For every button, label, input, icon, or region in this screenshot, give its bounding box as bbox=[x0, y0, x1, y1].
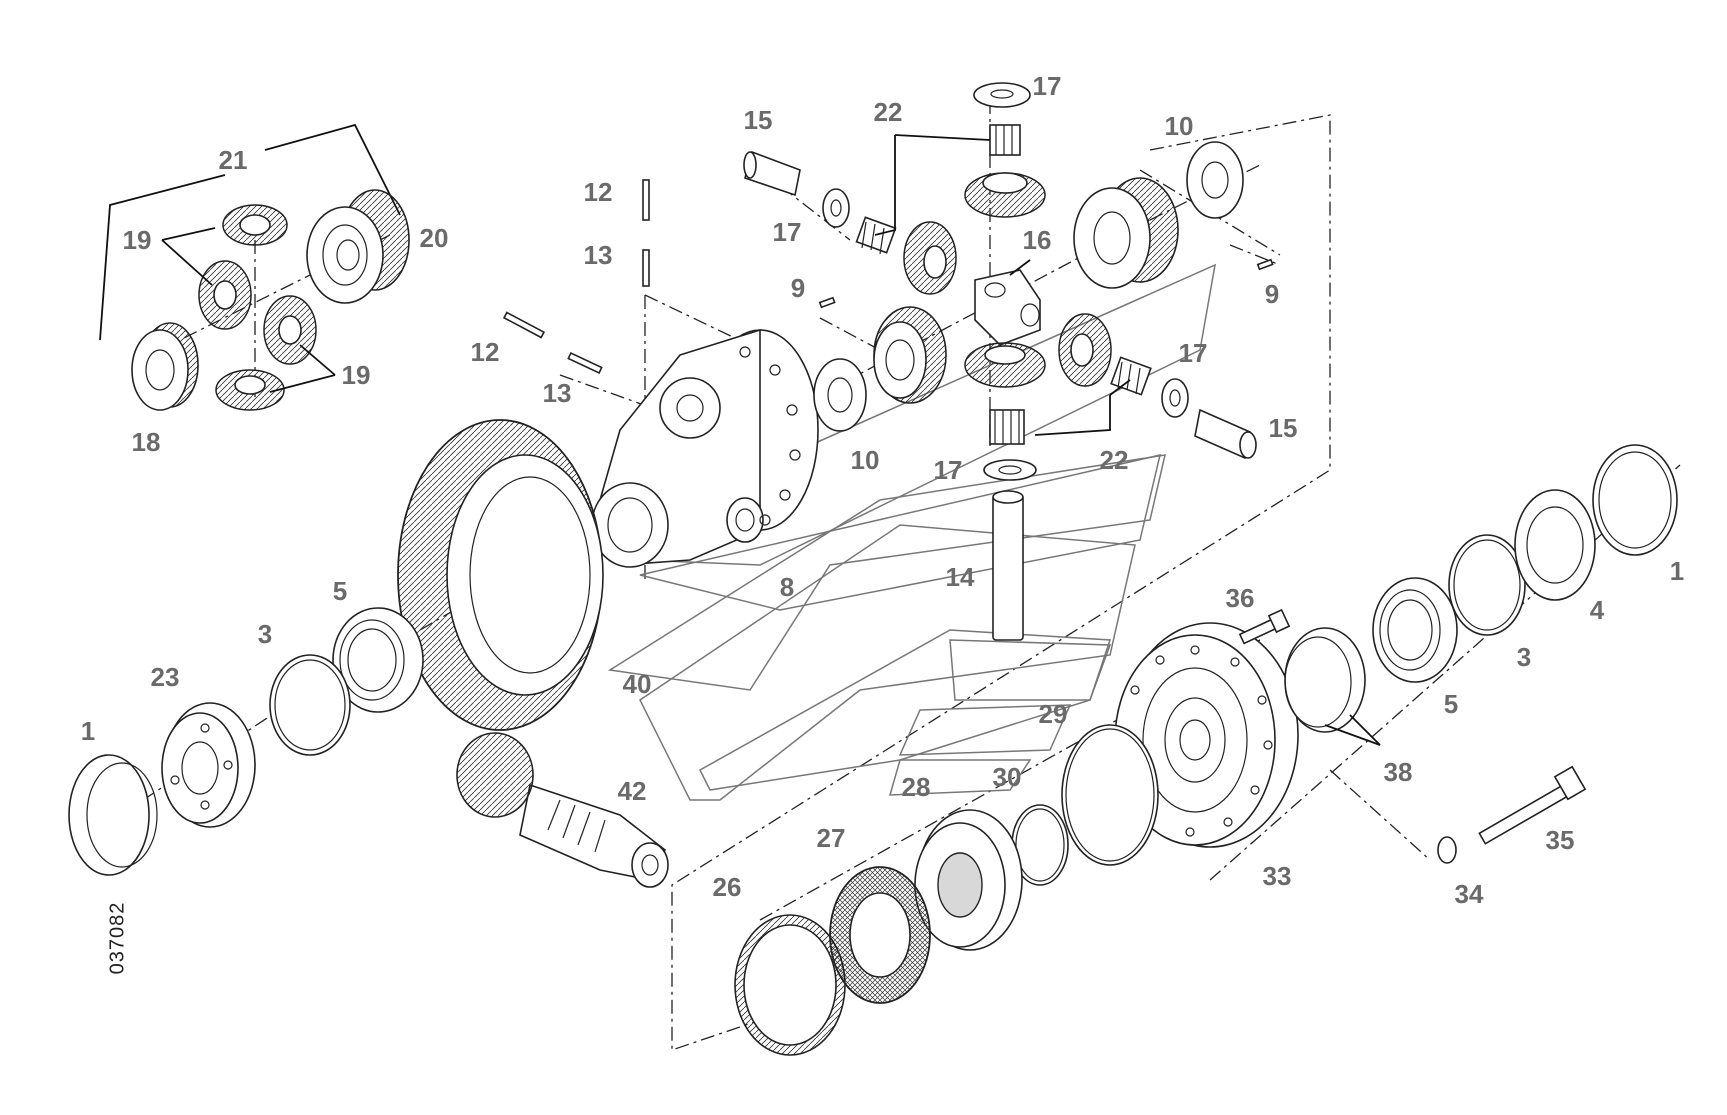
callout-22: 22 bbox=[873, 97, 903, 127]
callout-40: 40 bbox=[622, 669, 652, 699]
planet-pinion-19-left bbox=[198, 260, 252, 330]
washer-34 bbox=[1437, 836, 1457, 864]
thrust-plate-10-right bbox=[1186, 141, 1244, 219]
callout-1: 1 bbox=[1669, 556, 1685, 586]
callout-26: 26 bbox=[712, 872, 742, 902]
o-ring-29 bbox=[1061, 724, 1159, 866]
steel-disc-26 bbox=[734, 914, 846, 1056]
callout-23: 23 bbox=[150, 662, 180, 692]
pins-12-13 bbox=[502, 179, 650, 374]
callout-16: 16 bbox=[1022, 225, 1052, 255]
pin-9-left bbox=[818, 296, 836, 309]
pin-9-right bbox=[1256, 258, 1274, 271]
callout-9: 9 bbox=[1264, 279, 1280, 309]
washer-17-left bbox=[822, 188, 850, 228]
callout-14: 14 bbox=[945, 562, 975, 592]
callout-15: 15 bbox=[743, 105, 773, 135]
shim-3-left bbox=[269, 654, 351, 756]
seal-38 bbox=[1284, 627, 1366, 733]
callout-15: 15 bbox=[1268, 413, 1298, 443]
friction-disc-27 bbox=[829, 866, 931, 1004]
pinion-shaft-42 bbox=[456, 732, 669, 888]
side-gear-20 bbox=[306, 189, 410, 304]
crown-wheel-40 bbox=[397, 419, 604, 731]
shim-3-right bbox=[1448, 534, 1526, 636]
bearing-5-right bbox=[1372, 577, 1458, 683]
pin-15-lower bbox=[1194, 408, 1257, 460]
callout-42: 42 bbox=[617, 776, 647, 806]
bearing-5-left bbox=[332, 607, 424, 713]
differential-housing-8 bbox=[591, 328, 819, 568]
callout-12: 12 bbox=[470, 337, 500, 367]
bolt-36 bbox=[1238, 608, 1291, 645]
callout-17: 17 bbox=[1178, 338, 1208, 368]
ghost-leader-paths bbox=[607, 263, 1216, 801]
callout-36: 36 bbox=[1225, 583, 1255, 613]
callout-19: 19 bbox=[122, 225, 152, 255]
callout-21: 21 bbox=[218, 145, 248, 175]
cover-23 bbox=[161, 702, 256, 828]
washer-17-top bbox=[973, 82, 1031, 108]
callout-30: 30 bbox=[992, 762, 1022, 792]
callout-17: 17 bbox=[933, 455, 963, 485]
side-gear-kit bbox=[99, 123, 410, 411]
callout-29: 29 bbox=[1038, 699, 1068, 729]
callout-17: 17 bbox=[772, 217, 802, 247]
callout-8: 8 bbox=[779, 572, 795, 602]
callout-35: 35 bbox=[1545, 825, 1575, 855]
callout-34: 34 bbox=[1454, 879, 1484, 909]
callout-17: 17 bbox=[1032, 71, 1062, 101]
pin-15-upper bbox=[743, 150, 801, 197]
callout-27: 27 bbox=[816, 823, 846, 853]
callout-13: 13 bbox=[542, 378, 572, 408]
circlip-1-left bbox=[68, 754, 158, 876]
spider-assembly bbox=[873, 172, 1179, 641]
circlip-1-right bbox=[1592, 444, 1678, 556]
callout-33: 33 bbox=[1262, 861, 1292, 891]
piston-28 bbox=[914, 809, 1023, 951]
callout-19: 19 bbox=[341, 360, 371, 390]
callout-10: 10 bbox=[1164, 111, 1194, 141]
callout-3: 3 bbox=[257, 619, 273, 649]
callout-5: 5 bbox=[332, 576, 348, 606]
callout-12: 12 bbox=[583, 177, 613, 207]
callout-4: 4 bbox=[1589, 595, 1605, 625]
needle-bearing-22-right bbox=[1110, 356, 1152, 396]
washer-17-right bbox=[1161, 378, 1189, 418]
callout-1: 1 bbox=[80, 716, 96, 746]
callout-3: 3 bbox=[1516, 642, 1532, 672]
callout-5: 5 bbox=[1443, 689, 1459, 719]
thrust-plate-10-left bbox=[813, 358, 867, 432]
callout-22: 22 bbox=[1099, 445, 1129, 475]
planet-pinion-19-bottom bbox=[215, 369, 285, 411]
bolt-35 bbox=[1478, 765, 1587, 845]
callout-28: 28 bbox=[901, 772, 931, 802]
callout-9: 9 bbox=[790, 273, 806, 303]
callout-10: 10 bbox=[850, 445, 880, 475]
callout-18: 18 bbox=[131, 427, 161, 457]
callout-13: 13 bbox=[583, 240, 613, 270]
side-gear-18 bbox=[131, 322, 199, 411]
callout-38: 38 bbox=[1383, 757, 1413, 787]
planet-pinion-19-top bbox=[222, 204, 288, 246]
callout-20: 20 bbox=[419, 223, 449, 253]
ring-4 bbox=[1514, 489, 1596, 601]
drawing-number: 037082 bbox=[106, 901, 129, 975]
